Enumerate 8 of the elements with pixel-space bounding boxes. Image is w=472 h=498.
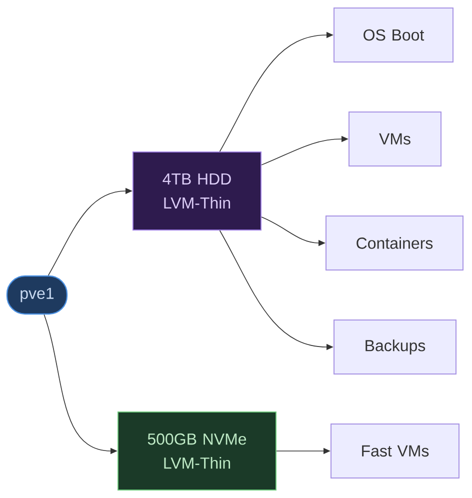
process-box: VMs xyxy=(348,112,442,166)
stadium-node: pve1 xyxy=(6,275,68,315)
process-box: Fast VMs xyxy=(330,424,460,478)
process-box: Containers xyxy=(326,216,464,270)
storage-box: 500GB NVMe LVM-Thin xyxy=(118,412,276,490)
process-box: Backups xyxy=(334,320,456,374)
storage-box: 4TB HDD LVM-Thin xyxy=(132,152,262,230)
process-box: OS Boot xyxy=(334,8,454,62)
